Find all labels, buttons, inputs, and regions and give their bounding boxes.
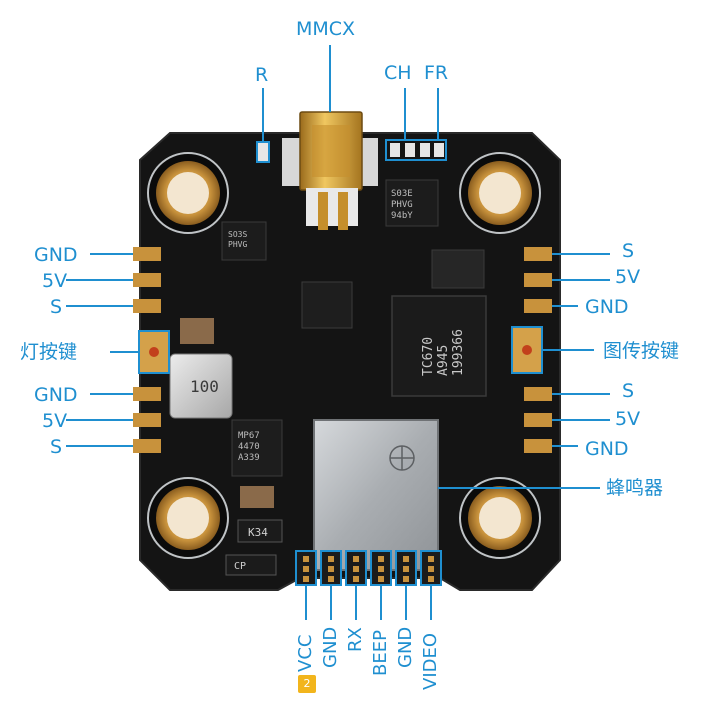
mount-hole-top-left [147, 152, 229, 234]
cap-brown [180, 318, 214, 344]
chip-marking-inductor: 100 [190, 377, 219, 396]
label-led-button: 灯按键 [20, 341, 78, 363]
cap-brown-2 [240, 486, 274, 508]
label-left-gnd-2: GND [34, 384, 78, 406]
chip-marking-ic-main: TC670A945199366 [421, 329, 466, 376]
label-bottom-gnd: GND [320, 626, 341, 668]
label-right-gnd-1: GND [585, 296, 629, 318]
mount-hole-bottom-right [459, 477, 541, 559]
diode [237, 519, 283, 543]
label-bottom-rx: RX [345, 627, 366, 652]
led-button-part [138, 330, 170, 374]
label-left-gnd-1: GND [34, 244, 78, 266]
pads-left-bottom [133, 387, 161, 453]
label-right-5v-1: 5V [615, 266, 641, 288]
label-left-s-1: S [50, 296, 63, 318]
ic-mp [231, 419, 283, 477]
label-bottom-vcc: VCC [295, 634, 316, 672]
label-left-5v-2: 5V [42, 410, 68, 432]
inductor [169, 353, 233, 419]
label-bottom-beep: BEEP [370, 630, 391, 676]
page-badge: 2 [298, 675, 316, 693]
pads-left-top [133, 247, 161, 313]
chip-marking-diode: K34 [248, 526, 268, 539]
label-ch: CH [384, 62, 412, 84]
label-right-s-1: S [622, 240, 635, 262]
label-buzzer: 蜂鸣器 [606, 477, 664, 499]
label-bottom-gnd-2: GND [395, 626, 416, 668]
label-left-5v-1: 5V [42, 270, 68, 292]
label-r: R [255, 64, 269, 86]
vtx-button-part [511, 326, 543, 374]
ic-small-right [431, 249, 485, 289]
label-vtx-button: 图传按键 [603, 340, 680, 362]
mount-hole-top-right [459, 152, 541, 234]
ic-sot-left [221, 221, 267, 261]
label-right-5v-2: 5V [615, 408, 641, 430]
buzzer-shield [313, 419, 439, 571]
mount-hole-bottom-left [147, 477, 229, 559]
label-left-s-2: S [50, 436, 63, 458]
pads-right-top [524, 247, 552, 313]
mmcx-connector [282, 111, 378, 230]
ic-qfn-center [301, 281, 353, 329]
ic-main [391, 295, 487, 397]
led-r [256, 141, 270, 163]
ic-top-right [385, 179, 439, 227]
label-mmcx: MMCX [296, 18, 356, 40]
leader-lines [66, 45, 610, 620]
chip-marking-cp: CP [234, 561, 246, 572]
label-right-gnd-2: GND [585, 438, 629, 460]
led-ch-fr-group [385, 139, 447, 161]
label-right-s-2: S [622, 380, 635, 402]
label-fr: FR [424, 62, 449, 84]
label-bottom-video: VIDEO [420, 632, 441, 690]
cp-part [225, 554, 277, 576]
pads-right-bottom [524, 387, 552, 453]
